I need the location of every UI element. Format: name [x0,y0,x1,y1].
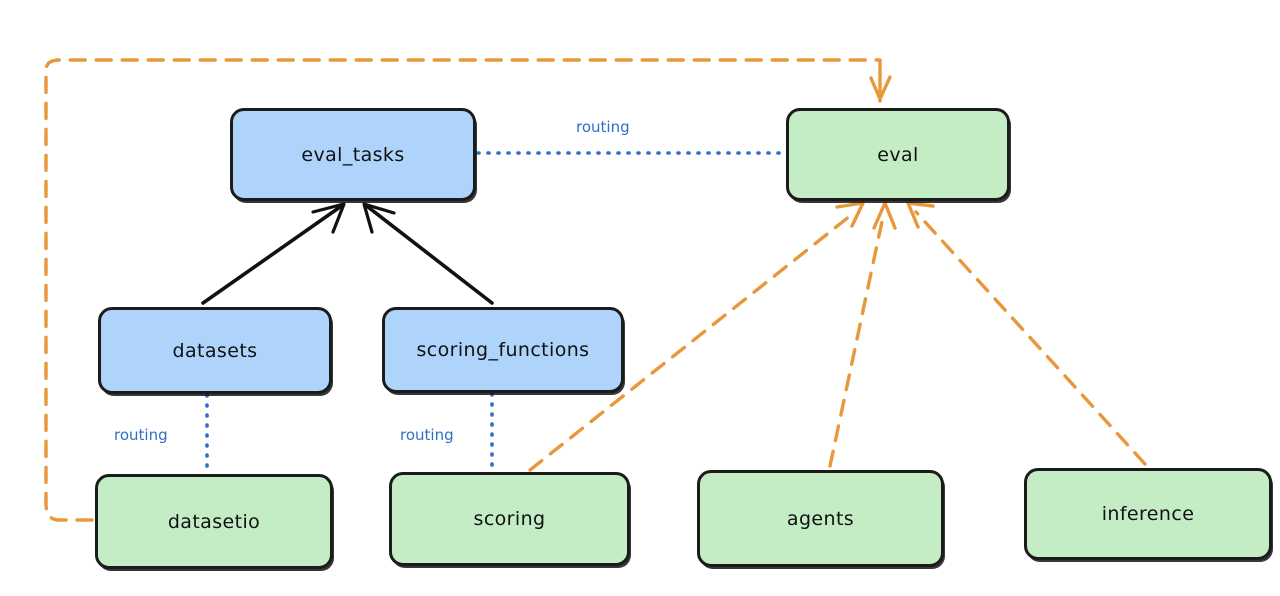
edge-label-routing-datasetio: routing [114,426,168,444]
node-datasetio[interactable]: datasetio [95,474,333,569]
node-datasets[interactable]: datasets [98,307,332,394]
node-inference[interactable]: inference [1024,468,1272,560]
arrowhead-datasets-to-eval-tasks [311,202,346,234]
node-eval[interactable]: eval [786,108,1010,201]
node-scoring-functions[interactable]: scoring_functions [382,307,624,393]
node-label-scoring: scoring [473,508,546,530]
edge-scoring-functions-to-eval-tasks [366,205,494,305]
node-label-datasets: datasets [172,339,258,362]
node-label-inference: inference [1101,503,1195,525]
arrowhead-scoring-functions-to-eval-tasks [362,202,396,234]
edge-inference-to-eval [914,210,1147,466]
edge-label-routing-scoring: routing [400,426,454,444]
edge-datasets-to-eval-tasks [201,205,342,305]
arrowhead-agents-to-eval [872,201,897,230]
edge-scoring-to-eval [528,210,857,472]
edge-agents-to-eval [828,210,886,468]
arrowhead-scoring-to-eval [835,201,865,228]
node-label-eval: eval [877,143,919,166]
node-label-eval-tasks: eval_tasks [301,143,405,166]
edge-label-routing-eval: routing [576,118,630,136]
node-label-datasetio: datasetio [167,510,261,533]
node-eval-tasks[interactable]: eval_tasks [230,108,476,201]
edge-datasetio-to-eval [44,58,881,522]
node-agents[interactable]: agents [697,470,944,567]
arrowhead-inference-to-eval [906,201,935,229]
node-scoring[interactable]: scoring [389,472,630,566]
node-label-agents: agents [786,507,855,530]
node-label-scoring-functions: scoring_functions [416,339,590,361]
